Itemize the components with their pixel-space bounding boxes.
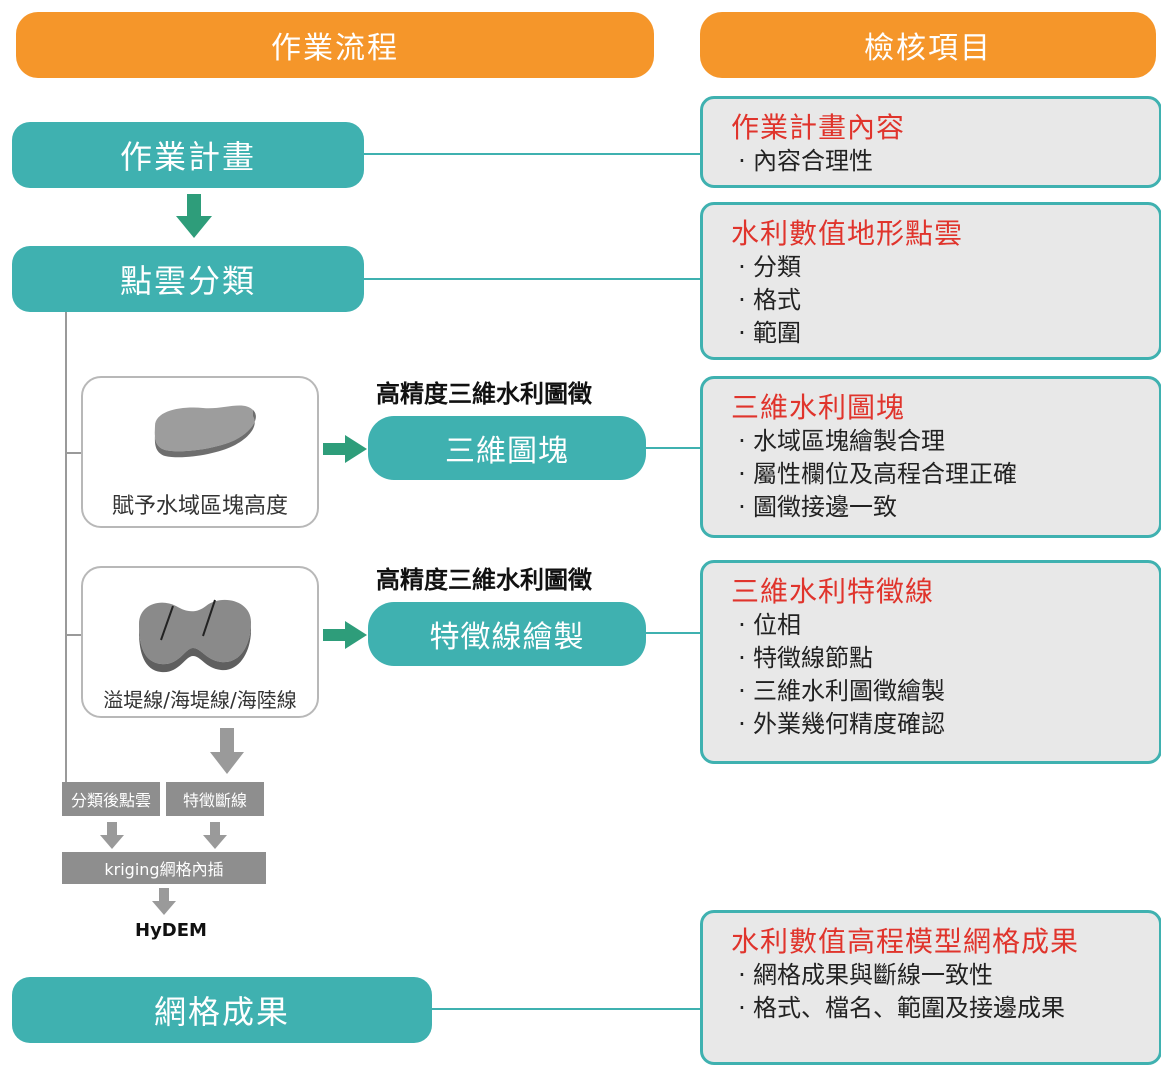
- down-arrow-icon: [210, 728, 244, 774]
- check-card-point-cloud: 水利數值地形點雲 分類 格式 範圍: [700, 202, 1161, 360]
- down-arrow-icon: [152, 888, 176, 915]
- check-item: 外業幾何精度確認: [731, 708, 1159, 741]
- check-item: 位相: [731, 609, 1159, 642]
- feature-line-illustration: [139, 599, 251, 673]
- check-card-grid-result: 水利數值高程模型網格成果 網格成果與斷線一致性 格式、檔名、範圍及接邊成果: [700, 910, 1161, 1065]
- image-caption-feature-line: 溢堤線/海堤線/海陸線: [103, 688, 297, 712]
- pill-3d-block: 三維圖塊: [368, 416, 646, 480]
- tree-branch-1: [65, 452, 81, 454]
- check-card-feature-line: 三維水利特徵線 位相 特徵線節點 三維水利圖徵繪製 外業幾何精度確認: [700, 560, 1161, 764]
- sublabel-feature: 高精度三維水利圖徵: [376, 566, 592, 594]
- check-item: 網格成果與斷線一致性: [731, 959, 1159, 992]
- image-box-water-block: 賦予水域區塊高度: [81, 376, 319, 528]
- right-arrow-icon: [323, 435, 367, 463]
- connector-classify: [364, 278, 700, 280]
- step-classify: 點雲分類: [12, 246, 364, 312]
- header-check-items: 檢核項目: [700, 12, 1156, 78]
- check-item: 圖徵接邊一致: [731, 491, 1159, 524]
- connector-block: [646, 447, 700, 449]
- box-breakline: 特徵斷線: [166, 782, 264, 816]
- connector-plan: [364, 153, 700, 155]
- down-arrow-icon: [203, 822, 227, 849]
- right-arrow-icon: [323, 621, 367, 649]
- tree-vertical-line: [65, 312, 67, 782]
- sublabel-block: 高精度三維水利圖徵: [376, 380, 592, 408]
- check-card-title: 作業計畫內容: [731, 111, 906, 144]
- check-item: 內容合理性: [731, 145, 1159, 178]
- check-item: 分類: [731, 251, 1159, 284]
- tree-branch-2: [65, 634, 81, 636]
- down-arrow-icon: [176, 194, 212, 238]
- image-box-feature-line: 溢堤線/海堤線/海陸線: [81, 566, 319, 718]
- label-hydem: HyDEM: [135, 920, 207, 941]
- box-classified-cloud: 分類後點雲: [62, 782, 160, 816]
- check-card-3d-block: 三維水利圖塊 水域區塊繪製合理 屬性欄位及高程合理正確 圖徵接邊一致: [700, 376, 1161, 538]
- connector-feature: [646, 632, 700, 634]
- connector-result: [432, 1008, 700, 1010]
- check-card-title: 水利數值高程模型網格成果: [731, 925, 1080, 958]
- check-item: 範圍: [731, 317, 1159, 350]
- check-item: 水域區塊繪製合理: [731, 425, 1159, 458]
- step-plan: 作業計畫: [12, 122, 364, 188]
- box-kriging: kriging網格內插: [62, 852, 266, 884]
- check-item: 格式、檔名、範圍及接邊成果: [731, 992, 1159, 1025]
- check-item: 特徵線節點: [731, 642, 1159, 675]
- step-result: 網格成果: [12, 977, 432, 1043]
- check-item: 格式: [731, 284, 1159, 317]
- down-arrow-icon: [100, 822, 124, 849]
- check-card-plan: 作業計畫內容 內容合理性: [700, 96, 1161, 188]
- check-item: 三維水利圖徵繪製: [731, 675, 1159, 708]
- pill-feature-line: 特徵線繪製: [368, 602, 646, 666]
- image-caption-water-block: 賦予水域區塊高度: [111, 494, 288, 519]
- header-process: 作業流程: [16, 12, 654, 78]
- check-card-title: 三維水利圖塊: [731, 391, 906, 424]
- water-block-illustration: [154, 405, 256, 458]
- check-card-title: 三維水利特徵線: [731, 575, 935, 608]
- check-card-title: 水利數值地形點雲: [731, 217, 964, 250]
- check-item: 屬性欄位及高程合理正確: [731, 458, 1159, 491]
